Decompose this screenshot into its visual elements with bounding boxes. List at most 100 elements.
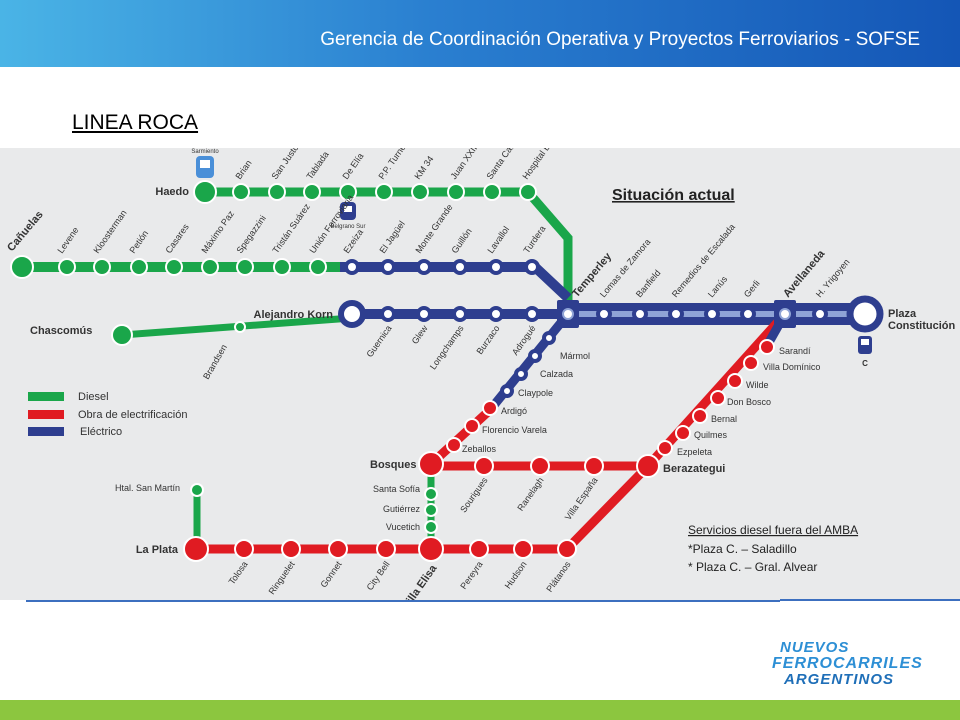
stations-electric [344, 259, 828, 398]
svg-text:Remedios de Escalada: Remedios de Escalada [670, 222, 737, 299]
label-berazategui: Berazategui [663, 463, 725, 475]
line-bosques-electrification [427, 406, 494, 468]
svg-text:Don Bosco: Don Bosco [727, 397, 771, 407]
logo-line-2: FERROCARRILES [772, 655, 923, 672]
page-title: LINEA ROCA [72, 111, 199, 134]
station-la-plata [183, 536, 209, 562]
svg-text:Sarandí: Sarandí [779, 346, 811, 356]
label-villa-elisa: Villa Elisa [400, 562, 440, 600]
subte-label: C [862, 359, 868, 368]
svg-text:City Bell: City Bell [365, 559, 392, 592]
labels-elisa-branch: Santa Sofía Gutiérrez Vucetich [373, 484, 421, 532]
label-bosques: Bosques [370, 459, 416, 471]
svg-text:Ardigó: Ardigó [501, 406, 527, 416]
svg-text:Spegazzini: Spegazzini [234, 213, 267, 255]
svg-text:Ringuelet: Ringuelet [267, 559, 297, 596]
station-alejandro-korn [338, 300, 366, 328]
svg-text:Tablada: Tablada [304, 150, 330, 182]
legend-swatch-diesel [28, 392, 64, 401]
legend-label-electrification: Obra de electrificación [78, 409, 187, 421]
station-bosques [418, 451, 444, 477]
svg-text:Levene: Levene [55, 225, 80, 255]
divider-line-right [780, 599, 960, 601]
svg-text:San Justo: San Justo [269, 148, 300, 181]
diesel-note: Servicios diesel fuera del AMBA *Plaza C… [688, 523, 858, 574]
stations-haedo [193, 180, 537, 204]
svg-text:Florencio Varela: Florencio Varela [482, 425, 547, 435]
svg-text:Ezeiza: Ezeiza [341, 227, 365, 255]
svg-text:Burzaco: Burzaco [475, 323, 502, 356]
svg-text:Claypole: Claypole [518, 388, 553, 398]
label-htal-san-martin: Htal. San Martín [115, 483, 180, 493]
legend: Diesel Obra de electrificación Eléctrico [28, 391, 187, 438]
svg-text:Villa Domínico: Villa Domínico [763, 362, 820, 372]
legend-label-electric: Eléctrico [80, 426, 122, 438]
svg-text:Guernica: Guernica [364, 323, 393, 359]
svg-text:Monte Grande: Monte Grande [413, 202, 454, 255]
svg-text:Plátanos: Plátanos [544, 559, 573, 594]
svg-text:El Jagüel: El Jagüel [377, 219, 406, 255]
line-haedo [205, 187, 573, 314]
label-constitucion: Constitución [888, 320, 955, 332]
label-plaza: Plaza [888, 308, 917, 320]
svg-text:P.P. Turner: P.P. Turner [376, 148, 409, 181]
station-villa-elisa [418, 536, 444, 562]
logo-line-1: NUEVOS [780, 639, 850, 656]
svg-text:Mármol: Mármol [560, 351, 590, 361]
svg-text:Lanús: Lanús [706, 274, 730, 300]
label-chascomus: Chascomús [30, 325, 92, 337]
labels-bosques-branch: Mármol Calzada Claypole Ardigó Florencio… [462, 351, 590, 454]
svg-text:Calzada: Calzada [540, 369, 573, 379]
labels-korn: Guernica Glew Longchamps Burzaco Adrogué [364, 323, 537, 371]
note-title: Servicios diesel fuera del AMBA [688, 523, 858, 537]
svg-text:Tolosa: Tolosa [227, 559, 250, 586]
rail-map-svg: Sarmiento Belgrano Sur C Haedo Brian San… [5, 148, 955, 600]
svg-text:Zeballos: Zeballos [462, 444, 497, 454]
svg-text:Casares: Casares [163, 222, 191, 256]
station-berazategui [636, 454, 660, 478]
logo-line-3: ARGENTINOS [784, 671, 895, 688]
label-canuelas: Cañuelas [5, 209, 46, 254]
labels-bosques-link: Sourigues Ranelagh Villa España [458, 475, 599, 522]
rail-map: Sarmiento Belgrano Sur C Haedo Brian San… [0, 148, 960, 600]
svg-text:Turdera: Turdera [521, 224, 547, 255]
svg-text:Gerli: Gerli [742, 278, 762, 299]
legend-label-diesel: Diesel [78, 391, 109, 403]
stations-elisa-branch [424, 487, 438, 534]
svg-text:Ezpeleta: Ezpeleta [677, 447, 712, 457]
svg-text:Guillón: Guillón [449, 226, 473, 255]
svg-text:Vucetich: Vucetich [386, 522, 420, 532]
footer-bar [0, 700, 960, 720]
legend-swatch-electrification [28, 410, 64, 419]
svg-text:KM 34: KM 34 [412, 154, 435, 181]
line-berazategui-plata [563, 462, 652, 553]
svg-text:Sourigues: Sourigues [458, 475, 490, 514]
svg-text:Petión: Petión [127, 228, 150, 255]
svg-text:Hudson: Hudson [503, 559, 529, 590]
svg-text:Glew: Glew [410, 323, 430, 346]
note-line-1: *Plaza C. – Saladillo [688, 542, 797, 556]
svg-text:Bernal: Bernal [711, 414, 737, 424]
station-htal-san-martin [190, 483, 204, 497]
divider-line [26, 600, 780, 602]
station-plaza-constitucion [846, 295, 884, 333]
svg-text:Quilmes: Quilmes [694, 430, 728, 440]
label-alejandro-korn: Alejandro Korn [254, 309, 334, 321]
labels-canuelas: Levene Kloosterman Petión Casares Máximo… [55, 193, 547, 255]
svg-text:Tristán Suárez: Tristán Suárez [270, 201, 312, 255]
label-la-plata: La Plata [136, 544, 179, 556]
header-title: Gerencia de Coordinación Operativa y Pro… [320, 29, 920, 50]
svg-text:Wilde: Wilde [746, 380, 769, 390]
labels-la-plata: Tolosa Ringuelet Gonnet City Bell Pereyr… [227, 559, 573, 596]
station-brandsen [234, 321, 246, 333]
svg-text:Longchamps: Longchamps [428, 323, 466, 371]
svg-text:Máximo Paz: Máximo Paz [199, 208, 236, 255]
svg-text:Gutiérrez: Gutiérrez [383, 504, 421, 514]
belgrano-sur-label: Belgrano Sur [330, 224, 365, 230]
note-line-2: * Plaza C. – Gral. Alvear [688, 560, 817, 574]
stations-canuelas-diesel [10, 255, 327, 279]
svg-text:Santa Sofía: Santa Sofía [373, 484, 420, 494]
svg-text:Juan XXIII: Juan XXIII [448, 148, 480, 181]
svg-text:Banfield: Banfield [634, 268, 663, 299]
line-quilmes-electrification [644, 310, 789, 470]
